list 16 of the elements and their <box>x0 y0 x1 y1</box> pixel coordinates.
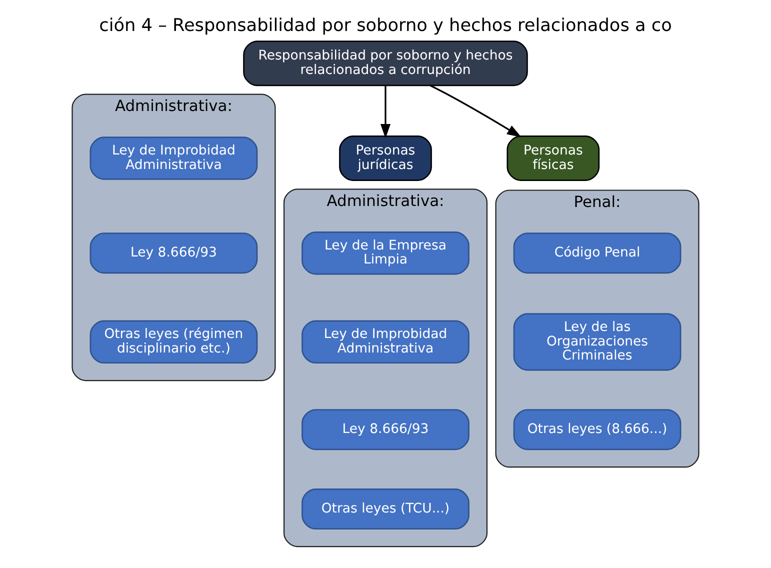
node-box: Ley 8.666/93 <box>302 409 470 450</box>
node-box: Otras leyes (régimen disciplinario etc.) <box>90 320 258 364</box>
node-box: Responsabilidad por soborno y hechos relacionados a corrupción <box>243 40 528 86</box>
node-box: Ley de las Organizaciones Criminales <box>513 313 682 371</box>
arrow <box>430 84 522 138</box>
node-box: Otras leyes (TCU...) <box>302 488 470 530</box>
node-box: Otras leyes (8.666...) <box>513 409 682 450</box>
node-box: Ley de Improbidad Administrativa <box>90 136 258 180</box>
node-box: Ley de Improbidad Administrativa <box>302 320 470 364</box>
node-box: Ley 8.666/93 <box>90 232 258 274</box>
node-box: Ley de la Empresa Limpia <box>302 232 470 275</box>
arrow <box>380 86 391 138</box>
node-box: Personas jurídicas <box>339 136 432 181</box>
node-box: Personas físicas <box>506 136 600 181</box>
diagram-title: ción 4 – Responsabilidad por soborno y hechos relacionados a co <box>99 16 672 36</box>
node-box: Código Penal <box>513 232 682 274</box>
